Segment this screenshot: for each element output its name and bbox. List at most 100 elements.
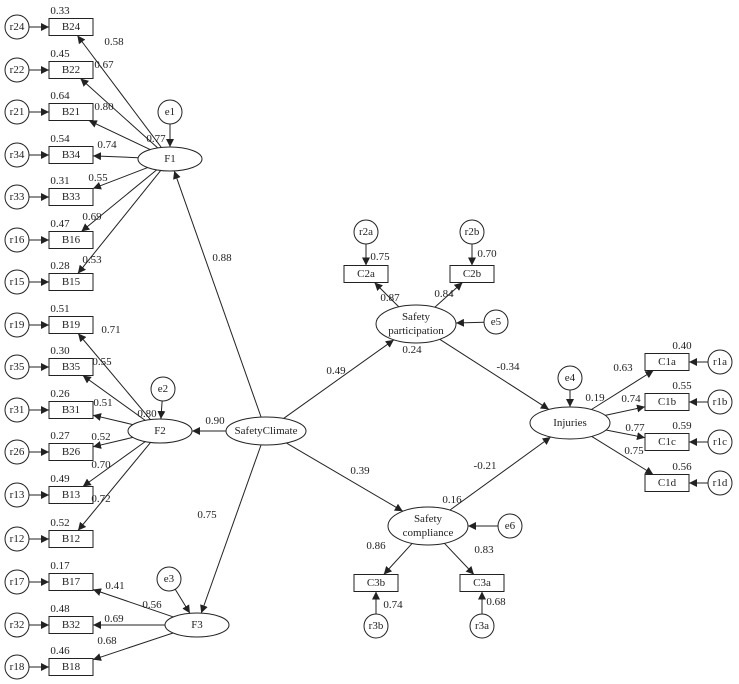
- compliance-path-factor-to-c3a: [444, 542, 475, 575]
- f2-path-factor-to-b26: [92, 436, 134, 449]
- f1-path-factor-to-b22: [80, 78, 159, 149]
- f2-item-b19: [48, 316, 94, 334]
- e3-label: e3: [164, 573, 175, 585]
- f1-loading-b33: 0.55: [88, 172, 108, 184]
- f1-residual-r34: [4, 142, 30, 168]
- path-climate-f2-value: 0.90: [205, 415, 225, 427]
- f3-loading-b18: 0.68: [97, 635, 117, 647]
- f2-r2-b31: 0.26: [50, 388, 70, 400]
- f3-path-factor-to-b17: [92, 588, 174, 618]
- f3-item-b18: [48, 658, 94, 676]
- f2-path-factor-to-b19: [77, 333, 151, 420]
- injuries-residual-label-r1d: r1d: [713, 477, 728, 489]
- f2-residual-label-r19: r19: [10, 319, 25, 331]
- injuries-loading-c1b: 0.74: [621, 393, 641, 405]
- f2-r2-b35: 0.30: [50, 345, 70, 357]
- path-climate-to-f3: [200, 444, 262, 614]
- f1-r2-b22: 0.45: [50, 48, 70, 60]
- f3-node: [164, 612, 230, 638]
- path-climate-to-compliance: [286, 442, 404, 512]
- f2-path-factor-to-b12: [77, 442, 151, 531]
- f3-r2-b18: 0.46: [50, 645, 70, 657]
- f1-residual-r22: [4, 57, 30, 83]
- injuries-label: Injuries: [553, 417, 587, 429]
- f3-residual-r17: [4, 569, 30, 595]
- f3-loading-b17: 0.41: [105, 580, 124, 592]
- f1-r2-b34: 0.54: [50, 133, 70, 145]
- safety-compliance-label-line2: compliance: [403, 527, 454, 539]
- f1-path-factor-to-b34: [92, 152, 139, 161]
- f2-residual-r12: [4, 526, 30, 552]
- injuries-loading-c1d: 0.75: [624, 445, 644, 457]
- f1-item-b21: [48, 103, 94, 121]
- f1-label: F1: [164, 153, 176, 165]
- injuries-r2-c1a: 0.40: [672, 340, 692, 352]
- path-participation-injuries-value: -0.34: [497, 361, 520, 373]
- injuries-path-factor-to-c1b: [605, 404, 646, 416]
- path-climate-participation-value: 0.49: [326, 365, 346, 377]
- e4-label: e4: [565, 372, 576, 384]
- f2-loading-b31: 0.51: [93, 397, 112, 409]
- f3-r2-b17: 0.17: [50, 560, 70, 572]
- injuries-item-label-c1a: C1a: [658, 356, 676, 368]
- f2-path-factor-to-b13: [82, 441, 146, 487]
- e1-label: e1: [165, 106, 175, 118]
- injuries-path-factor-to-c1d: [591, 436, 654, 475]
- f2-residual-r13: [4, 482, 30, 508]
- f2-r2-b12: 0.52: [50, 517, 69, 529]
- f1-path-factor-to-b24: [76, 35, 162, 148]
- injuries-path-factor-to-c1a: [591, 370, 654, 410]
- f3-item-label-b18: B18: [62, 661, 81, 673]
- f1-item-label-b22: B22: [62, 64, 80, 76]
- f1-loading-b22: 0.67: [94, 59, 114, 71]
- f3-residual-label-r18: r18: [10, 661, 25, 673]
- f3-residual-label-r17: r17: [10, 576, 25, 588]
- f2-item-label-b26: B26: [62, 446, 81, 458]
- injuries-node: [529, 406, 611, 440]
- participation-residual-label-r2a: r2a: [359, 226, 373, 238]
- injuries-item-c1a: [644, 353, 690, 371]
- f1-residual-label-r34: r34: [10, 149, 25, 161]
- e2-label: e2: [158, 383, 168, 395]
- f2-item-b35: [48, 358, 94, 376]
- participation-path-factor-to-c2b: [434, 282, 463, 308]
- injuries-r2-c1c: 0.59: [672, 420, 692, 432]
- e5-node: [483, 309, 509, 335]
- e5-label: e5: [491, 316, 502, 328]
- path-e5-to-participation: [455, 318, 485, 327]
- e6-node: [497, 513, 523, 539]
- f1-residual-label-r24: r24: [10, 21, 25, 33]
- compliance-r2-c3b: 0.74: [383, 599, 403, 611]
- compliance-residual-r3b: [363, 613, 389, 639]
- f2-r2-b26: 0.27: [50, 430, 70, 442]
- path-participation-to-injuries: [439, 338, 550, 410]
- f2-loading-b12: 0.72: [91, 493, 110, 505]
- compliance-path-factor-to-c3b: [383, 543, 413, 575]
- f1-r2-b24: 0.33: [50, 5, 70, 17]
- injuries-item-c1d: [644, 474, 690, 492]
- f1-path-factor-to-b16: [81, 169, 157, 232]
- injuries-item-label-c1c: C1c: [658, 436, 676, 448]
- participation-path-factor-to-c2a: [374, 282, 400, 308]
- f1-item-label-b16: B16: [62, 234, 81, 246]
- f1-item-b24: [48, 18, 94, 36]
- compliance-residual-label-r3a: r3a: [475, 620, 489, 632]
- f2-loading-b19: 0.71: [101, 324, 120, 336]
- path-climate-to-f1: [173, 170, 262, 418]
- f1-r2-b15: 0.28: [50, 260, 70, 272]
- f1-loading-b21: 0.80: [94, 101, 114, 113]
- safety-participation-label-line1: Safety: [402, 311, 431, 323]
- f2-item-b31: [48, 401, 94, 419]
- f1-residual-r15: [4, 269, 30, 295]
- f2-item-b13: [48, 486, 94, 504]
- e2-node: [150, 376, 176, 402]
- injuries-item-label-c1b: C1b: [658, 396, 677, 408]
- f2-residual-label-r26: r26: [10, 446, 25, 458]
- f1-item-label-b15: B15: [62, 276, 81, 288]
- injuries-item-label-c1d: C1d: [658, 477, 677, 489]
- participation-r2-c2a: 0.75: [370, 251, 390, 263]
- f3-r2-value: 0.56: [142, 599, 162, 611]
- f1-loading-b24: 0.58: [104, 36, 124, 48]
- compliance-loading-c3a: 0.83: [474, 544, 494, 556]
- e3-node: [156, 566, 182, 592]
